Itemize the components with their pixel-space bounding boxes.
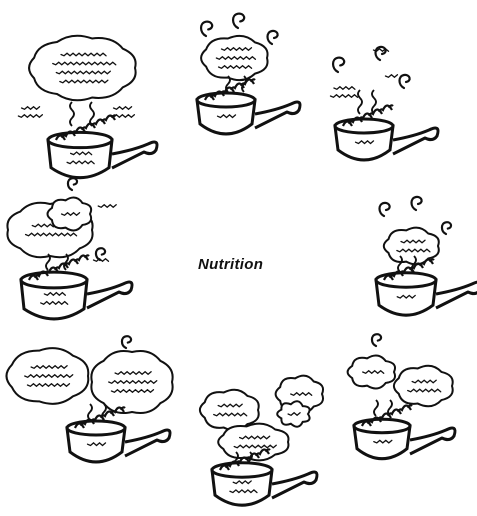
food-bubbles <box>203 78 256 101</box>
steam-swirl-icon <box>378 201 391 218</box>
illegible-text <box>384 73 399 79</box>
cooking-pot-icon <box>19 254 134 321</box>
cooking-pot-icon <box>46 114 159 180</box>
illegible-text <box>86 442 107 447</box>
steam-swirl-icon <box>266 29 279 46</box>
steam-swirl-icon <box>199 20 214 38</box>
steam-swirl-icon <box>374 45 387 62</box>
pot-top-right <box>329 45 440 162</box>
illegible-text <box>24 364 74 388</box>
steam-line <box>371 89 377 115</box>
illegible-text <box>60 211 81 217</box>
cooking-pot-icon <box>374 258 477 317</box>
food-bubbles <box>341 104 394 127</box>
pot-bottom-right <box>346 333 457 461</box>
steam-swirl-icon <box>231 12 246 30</box>
steam-swirl-icon <box>331 56 346 74</box>
illegible-text <box>396 239 431 253</box>
cooking-pot-icon <box>195 78 302 136</box>
steam-swirl-icon <box>120 335 133 350</box>
thought-cloud-icon <box>28 34 137 102</box>
cooking-pot-icon <box>352 404 457 461</box>
steam-line <box>373 399 379 417</box>
illegible-text <box>17 105 44 119</box>
steam-line <box>397 255 403 273</box>
food-bubbles <box>54 114 117 141</box>
pot-bottom-center <box>198 374 325 507</box>
illegible-text <box>329 85 359 99</box>
illegible-text <box>216 114 237 119</box>
steam-line <box>87 403 93 421</box>
illegible-text <box>354 140 375 145</box>
illegible-text <box>92 257 110 263</box>
food-bubbles <box>73 406 126 429</box>
steam-line <box>69 101 75 127</box>
illegible-text <box>233 435 277 449</box>
pot-top-left <box>17 34 159 180</box>
steam-swirl-icon <box>66 177 79 192</box>
illegible-text <box>287 411 301 417</box>
illegible-text <box>40 291 69 306</box>
thought-cloud-icon <box>198 388 260 432</box>
steam-line <box>89 101 95 127</box>
illegible-text <box>290 391 313 397</box>
cooking-pot-icon <box>333 104 440 162</box>
illegible-text <box>229 480 258 494</box>
pot-bottom-left <box>5 335 174 464</box>
steam-swirl-icon <box>94 247 107 262</box>
illegible-text <box>396 294 416 299</box>
thought-cloud-icon <box>276 400 311 428</box>
thought-cloud-icon <box>382 226 440 266</box>
illegible-text <box>372 47 390 53</box>
illegible-text <box>66 151 95 165</box>
steam-swirl-icon <box>440 221 453 236</box>
steam-swirl-icon <box>370 333 383 348</box>
illegible-text <box>373 439 393 444</box>
illegible-text <box>215 46 257 70</box>
cooking-pot-icon <box>65 406 172 464</box>
food-bubbles <box>382 258 435 281</box>
thought-cloud-icon <box>5 347 90 405</box>
pot-middle-right <box>374 195 477 317</box>
steam-line <box>45 253 51 271</box>
thought-cloud-icon <box>346 354 397 390</box>
food-bubbles <box>360 404 413 427</box>
food-bubbles <box>218 448 271 471</box>
illegible-text <box>108 370 158 394</box>
pot-top-center <box>195 12 302 136</box>
thought-cloud-icon <box>90 349 174 415</box>
thought-cloud-icon <box>46 196 93 232</box>
diagram-title: Nutrition <box>198 256 264 273</box>
steam-swirl-icon <box>410 195 423 212</box>
illegible-text <box>362 369 385 375</box>
illegible-text <box>97 203 117 209</box>
steam-line <box>63 253 69 271</box>
thought-cloud-icon <box>392 364 454 408</box>
illegible-text <box>407 379 442 393</box>
illegible-text <box>52 52 117 84</box>
steam-swirl-icon <box>398 73 411 90</box>
cooking-pot-icon <box>210 448 319 507</box>
illegible-text <box>213 403 248 417</box>
steam-line <box>357 89 363 115</box>
thought-cloud-icon <box>200 34 269 82</box>
pot-middle-left <box>6 177 134 321</box>
thought-cloud-icon <box>217 422 290 462</box>
food-bubbles <box>27 254 90 281</box>
